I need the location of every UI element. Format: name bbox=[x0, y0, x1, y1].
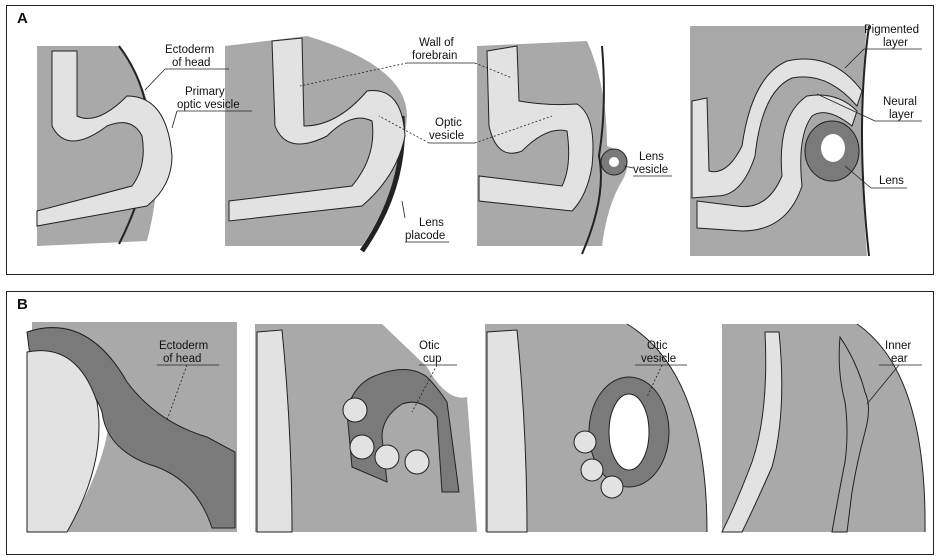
label-ectoderm-of-head-b: Ectoderm bbox=[159, 340, 208, 352]
label-optic-vesicle-2: vesicle bbox=[429, 130, 464, 142]
label-lens-vesicle-2: vesicle bbox=[633, 164, 668, 176]
label-pigmented-layer: Pigmented bbox=[864, 24, 919, 36]
stage-ectoderm-of-head: Ectoderm of head bbox=[27, 322, 237, 532]
label-primary-optic-vesicle: Primary bbox=[185, 86, 225, 98]
label-inner-ear: Inner bbox=[885, 340, 911, 352]
stage-otic-vesicle: Otic vesicle bbox=[485, 324, 707, 532]
panel-a-drawing: Ectoderm of head Primary optic vesicle W… bbox=[7, 6, 935, 276]
stage-otic-cup: Otic cup bbox=[255, 324, 477, 532]
label-lens-vesicle: Lens bbox=[639, 151, 664, 163]
label-lens-placode-2: placode bbox=[405, 230, 445, 242]
stage-optic-cup bbox=[690, 26, 869, 256]
label-neural-layer: Neural bbox=[883, 96, 917, 108]
label-otic-vesicle: Otic bbox=[647, 340, 668, 352]
panel-b: B Ectoderm of head Otic cup bbox=[6, 291, 934, 555]
label-pigmented-layer-2: layer bbox=[883, 37, 908, 49]
label-ectoderm-of-head-b-2: of head bbox=[163, 353, 201, 365]
stage-inner-ear: Inner ear bbox=[722, 324, 925, 532]
label-optic-vesicle: Optic bbox=[435, 117, 462, 129]
panel-b-drawing: Ectoderm of head Otic cup bbox=[7, 292, 935, 556]
label-wall-of-forebrain: Wall of bbox=[419, 37, 455, 49]
panel-a: A Ectode bbox=[6, 5, 934, 275]
label-otic-cup-2: cup bbox=[423, 353, 442, 365]
label-otic-vesicle-2: vesicle bbox=[641, 353, 676, 365]
label-neural-layer-2: layer bbox=[889, 109, 914, 121]
label-lens: Lens bbox=[879, 175, 904, 187]
label-lens-placode: Lens bbox=[419, 217, 444, 229]
label-inner-ear-2: ear bbox=[891, 353, 908, 365]
label-ectoderm-of-head-2: of head bbox=[172, 57, 210, 69]
label-otic-cup: Otic bbox=[419, 340, 440, 352]
label-wall-of-forebrain-2: forebrain bbox=[412, 50, 457, 62]
stage-lens-placode bbox=[225, 36, 407, 251]
stage-primary-optic-vesicle bbox=[37, 46, 172, 246]
label-primary-optic-vesicle-2: optic vesicle bbox=[177, 99, 240, 111]
stage-lens-vesicle bbox=[477, 41, 627, 254]
label-ectoderm-of-head: Ectoderm bbox=[165, 44, 214, 56]
